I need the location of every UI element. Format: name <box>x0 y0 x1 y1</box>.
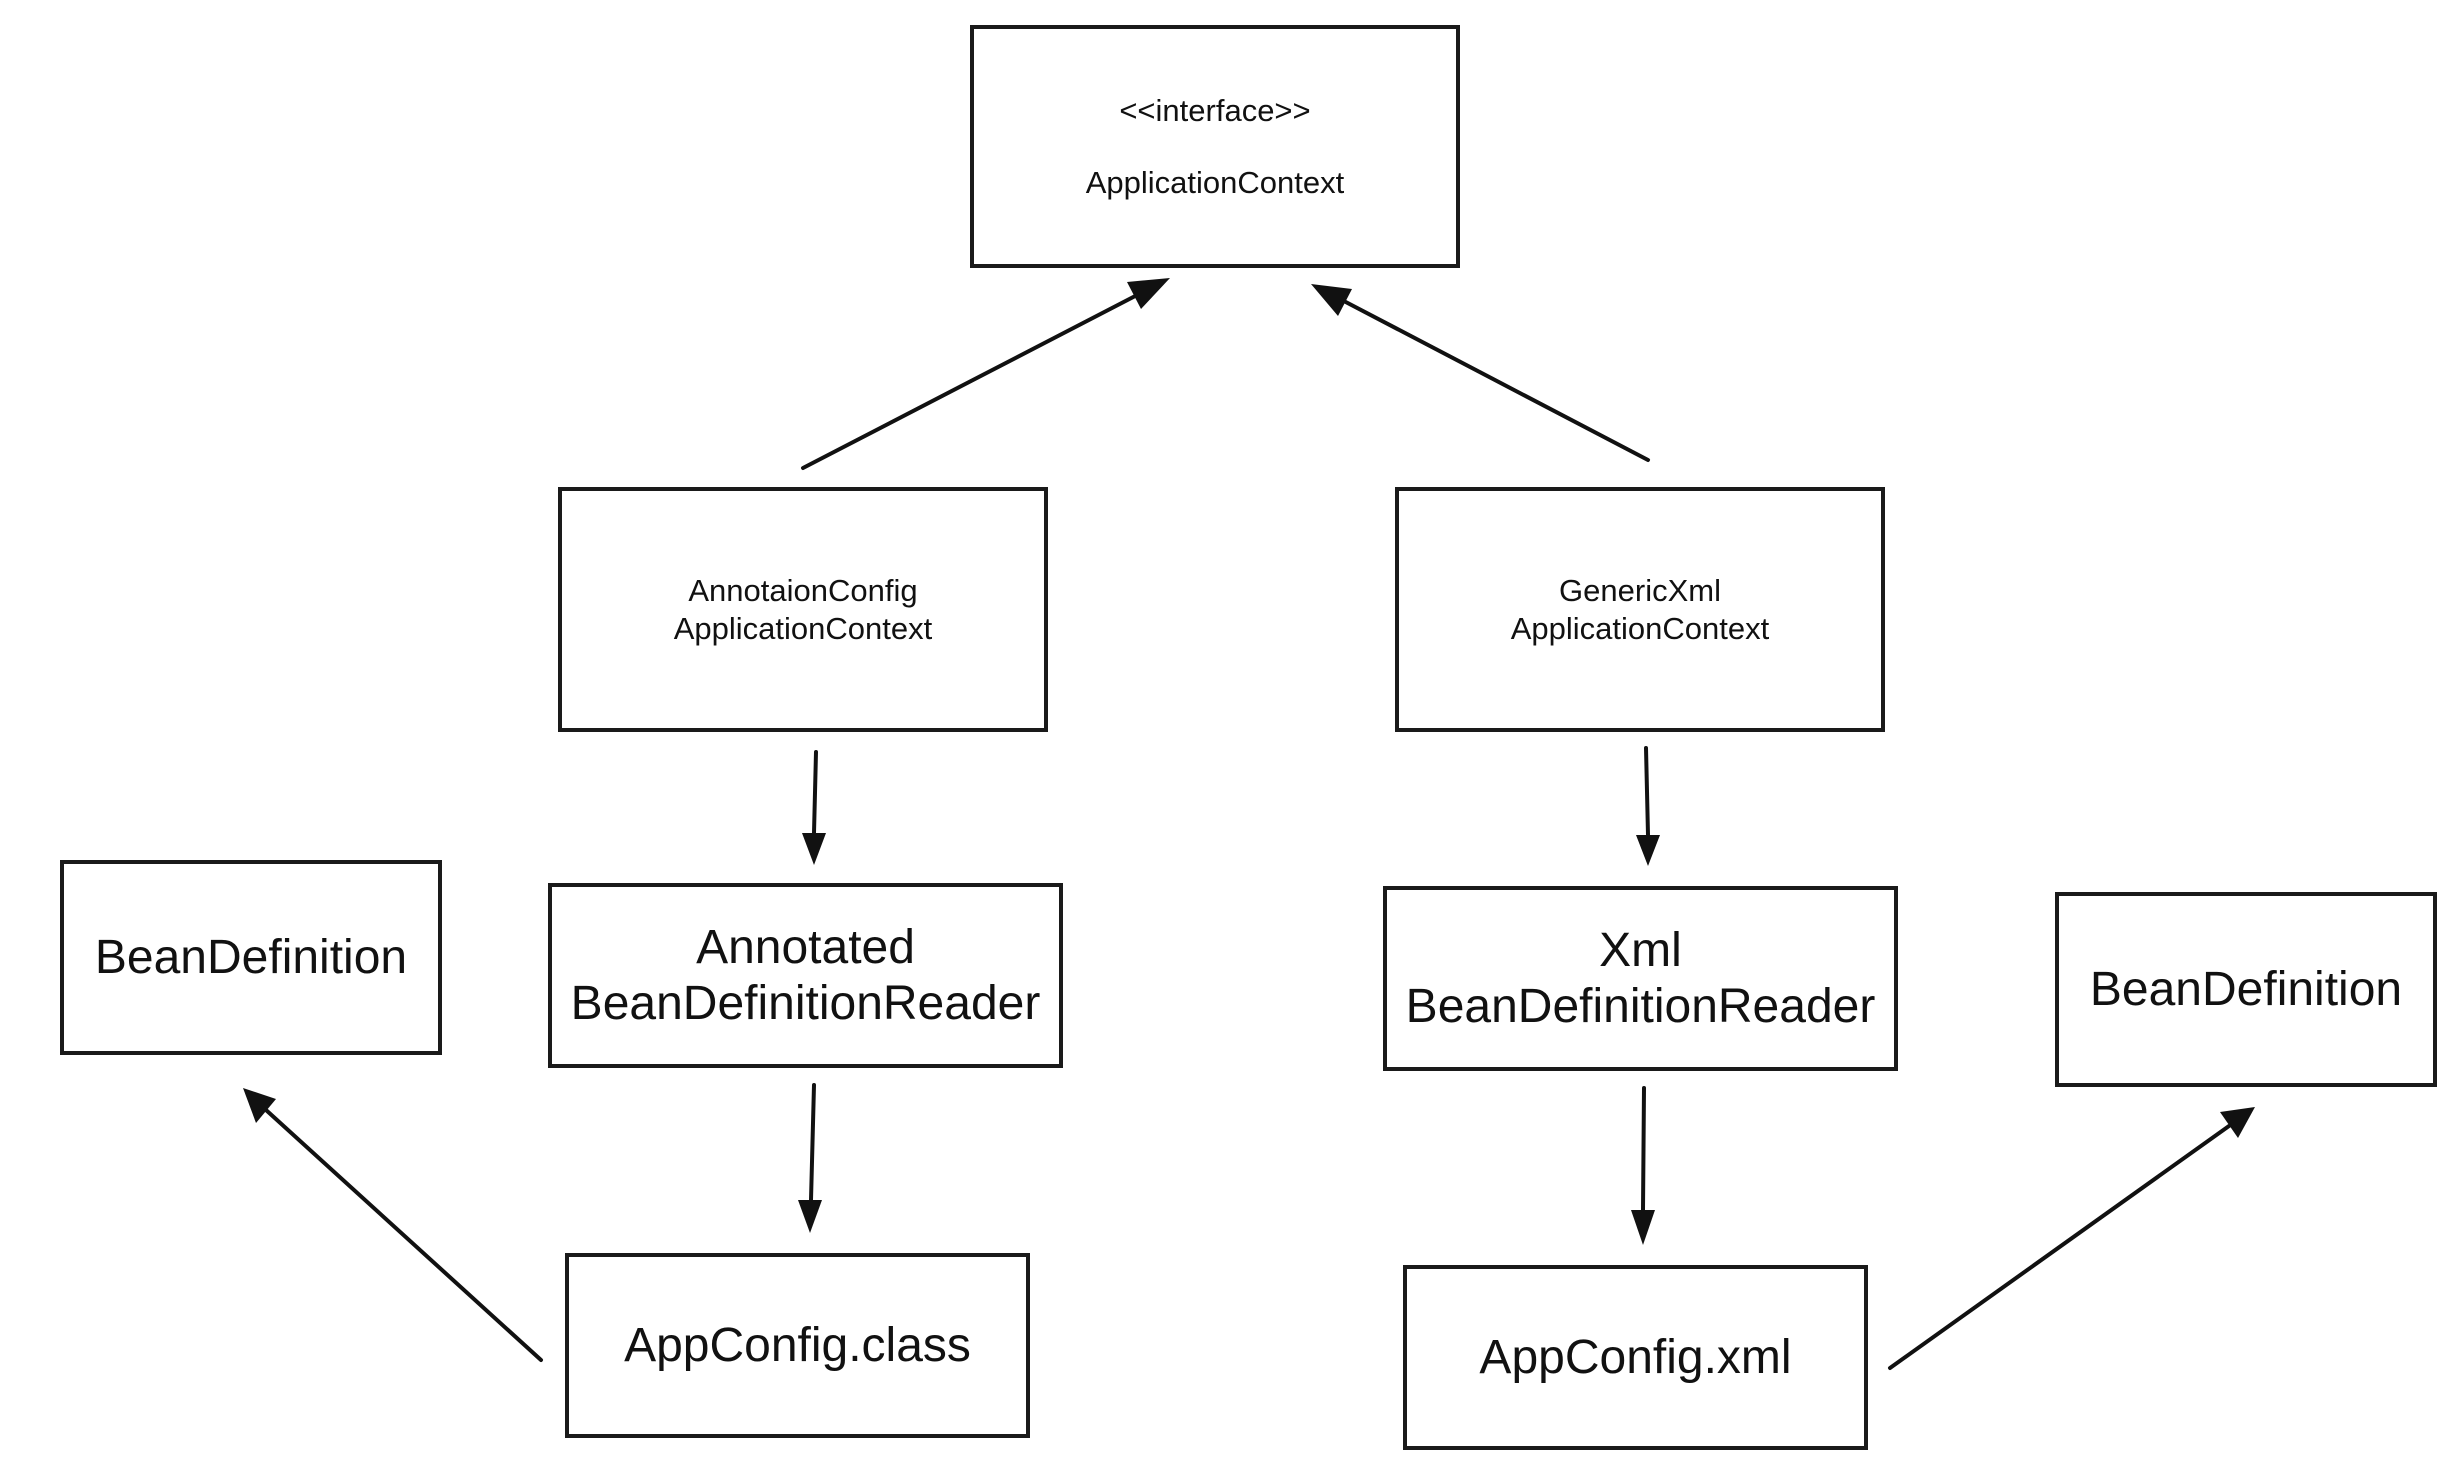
arrow-appconfig-class-to-bean-definition-left <box>243 1088 543 1362</box>
arrow-genericxml-to-application-context <box>1311 284 1650 462</box>
appconfig-class-box: AppConfig.class <box>565 1253 1030 1438</box>
application-context-box: <<interface>> ApplicationContext <box>970 25 1460 268</box>
generic-xml-label-line1: GenericXml <box>1559 573 1721 609</box>
arrow-genericxml-to-reader <box>1636 746 1660 866</box>
annotation-config-label-line2: ApplicationContext <box>673 610 933 646</box>
annotated-reader-label-line2: BeanDefinitionReader <box>570 976 1041 1030</box>
arrow-appconfig-xml-to-bean-definition-right <box>1888 1107 2255 1370</box>
annotation-config-context-box: AnnotaionConfig ApplicationContext <box>558 487 1048 732</box>
xml-reader-label-line1: Xml <box>1599 924 1682 978</box>
bean-definition-left-label: BeanDefinition <box>94 930 408 984</box>
appconfig-class-label: AppConfig.class <box>624 1318 971 1372</box>
annotated-reader-label-line1: Annotated <box>696 921 915 975</box>
xml-reader-box: Xml BeanDefinitionReader <box>1383 886 1898 1071</box>
application-context-label: ApplicationContext <box>1085 164 1345 200</box>
arrow-annotated-reader-to-appconfig-class <box>798 1083 822 1233</box>
arrow-annotation-to-application-context <box>801 278 1170 470</box>
annotation-config-label-line1: AnnotaionConfig <box>688 573 918 609</box>
appconfig-xml-label: AppConfig.xml <box>1479 1330 1792 1384</box>
bean-definition-left-box: BeanDefinition <box>60 860 442 1055</box>
generic-xml-context-box: GenericXml ApplicationContext <box>1395 487 1885 732</box>
arrow-xml-reader-to-appconfig-xml <box>1631 1086 1655 1245</box>
bean-definition-right-label: BeanDefinition <box>2089 962 2403 1016</box>
bean-definition-right-box: BeanDefinition <box>2055 892 2437 1087</box>
arrow-annotation-to-reader <box>802 750 826 865</box>
xml-reader-label-line2: BeanDefinitionReader <box>1405 979 1876 1033</box>
appconfig-xml-box: AppConfig.xml <box>1403 1265 1868 1450</box>
annotated-reader-box: Annotated BeanDefinitionReader <box>548 883 1063 1068</box>
generic-xml-label-line2: ApplicationContext <box>1510 610 1770 646</box>
interface-stereotype-label: <<interface>> <box>1119 93 1311 129</box>
